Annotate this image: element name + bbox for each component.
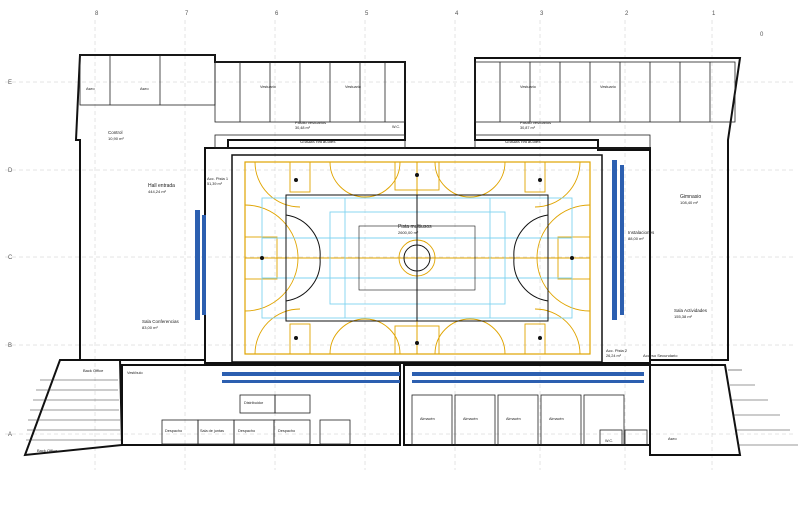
label-aseo-3: Aseo bbox=[668, 437, 677, 441]
stair-hatch-right bbox=[728, 369, 798, 446]
label-access-right: Acc. Pista 2 bbox=[606, 348, 628, 353]
label-control: Control bbox=[108, 130, 123, 135]
grid-labels-left: E D C B A bbox=[8, 80, 13, 438]
label-activities-area: 155,38 m² bbox=[674, 314, 693, 319]
label-conference-area: 83,00 m² bbox=[142, 325, 158, 330]
label-access-left-area: 51,39 m² bbox=[207, 182, 223, 186]
label-hall: Hall entrada bbox=[148, 183, 175, 189]
label-aseo-1: Aseo bbox=[86, 87, 95, 91]
label-court-area: 2600,00 m² bbox=[398, 230, 419, 235]
label-wc-1: W.C. bbox=[392, 125, 400, 129]
grid-label-d: D bbox=[8, 168, 13, 174]
grid-label-a: A bbox=[8, 432, 12, 438]
stair-hatch-left bbox=[26, 379, 121, 441]
label-install: Instalaciones bbox=[628, 230, 655, 235]
label-activities: Sala Actividades bbox=[674, 308, 708, 313]
label-court: Pista multiusos bbox=[398, 224, 432, 230]
label-pasillo-right-area: 30,87 m² bbox=[520, 126, 536, 130]
label-vestibulo: Vestíbulo bbox=[127, 371, 143, 375]
label-almacen-4: Almacén bbox=[549, 417, 564, 421]
gradas-bands bbox=[214, 134, 651, 149]
locker-rooms-right bbox=[474, 61, 736, 123]
label-pasillo-left: Pasillo vestuarios bbox=[295, 120, 326, 125]
label-back-office-2: Back Office bbox=[37, 448, 58, 453]
grid-label-2: 2 bbox=[625, 11, 629, 17]
label-gradas-right: Gradas retráctiles bbox=[505, 139, 541, 144]
label-sala-juntas: Sala de juntas bbox=[200, 429, 224, 433]
bottom-left-rooms bbox=[161, 394, 351, 445]
grid-label-4: 4 bbox=[455, 11, 459, 17]
label-despacho-3: Despacho bbox=[278, 429, 295, 433]
label-control-area: 10,90 m² bbox=[108, 136, 124, 141]
grid-label-c: C bbox=[8, 255, 13, 261]
label-despacho-2: Despacho bbox=[238, 429, 255, 433]
label-vestuario-1: Vestuario bbox=[260, 85, 276, 89]
label-gradas-left: Gradas retráctiles bbox=[300, 139, 336, 144]
label-wc-2: W.C. bbox=[605, 439, 613, 443]
grid-label-1: 1 bbox=[712, 11, 716, 17]
label-acceso-secundario: Acceso Secundario bbox=[643, 353, 678, 358]
grid-label-7: 7 bbox=[185, 11, 189, 17]
exterior-walls bbox=[23, 54, 742, 457]
bleachers bbox=[195, 160, 644, 383]
grid-label-e: E bbox=[8, 80, 12, 86]
grid-label-0: 0 bbox=[760, 32, 764, 38]
label-pasillo-right: Pasillo vestuarios bbox=[520, 120, 551, 125]
label-install-area: 88,00 m² bbox=[628, 236, 644, 241]
label-gym-area: 108,40 m² bbox=[680, 200, 699, 205]
label-conference: Sala Conferencias bbox=[142, 319, 180, 324]
label-despacho-1: Despacho bbox=[165, 429, 182, 433]
court bbox=[231, 154, 603, 363]
bottom-right-rooms bbox=[411, 394, 648, 446]
label-pasillo-left-area: 30,48 m² bbox=[295, 126, 311, 130]
grid-label-8: 8 bbox=[95, 11, 99, 17]
label-almacen-3: Almacén bbox=[506, 417, 521, 421]
label-access-left: Acc. Pista 1 bbox=[207, 176, 229, 181]
label-access-right-area: 26,24 m² bbox=[606, 354, 622, 358]
locker-rooms-left bbox=[79, 54, 406, 123]
grid-label-b: B bbox=[8, 343, 12, 349]
label-aseo-2: Aseo bbox=[140, 87, 149, 91]
grid-label-3: 3 bbox=[540, 11, 544, 17]
room-labels: Pista multiusos 2600,00 m² Hall entrada … bbox=[37, 85, 708, 453]
label-vestuario-4: Vestuario bbox=[600, 85, 616, 89]
grid-labels-top: 8 7 6 5 4 3 2 1 0 bbox=[95, 11, 764, 38]
label-gym: Gimnasio bbox=[680, 194, 701, 200]
label-hall-area: 444,24 m² bbox=[148, 189, 167, 194]
label-vestuario-2: Vestuario bbox=[345, 85, 361, 89]
label-vestuario-3: Vestuario bbox=[520, 85, 536, 89]
label-distribuidor: Distribuidor bbox=[244, 401, 264, 405]
grid-label-5: 5 bbox=[365, 11, 369, 17]
label-back-office: Back Office bbox=[83, 368, 104, 373]
label-almacen-1: Almacén bbox=[420, 417, 435, 421]
grid-label-6: 6 bbox=[275, 11, 279, 17]
label-almacen-2: Almacén bbox=[463, 417, 478, 421]
